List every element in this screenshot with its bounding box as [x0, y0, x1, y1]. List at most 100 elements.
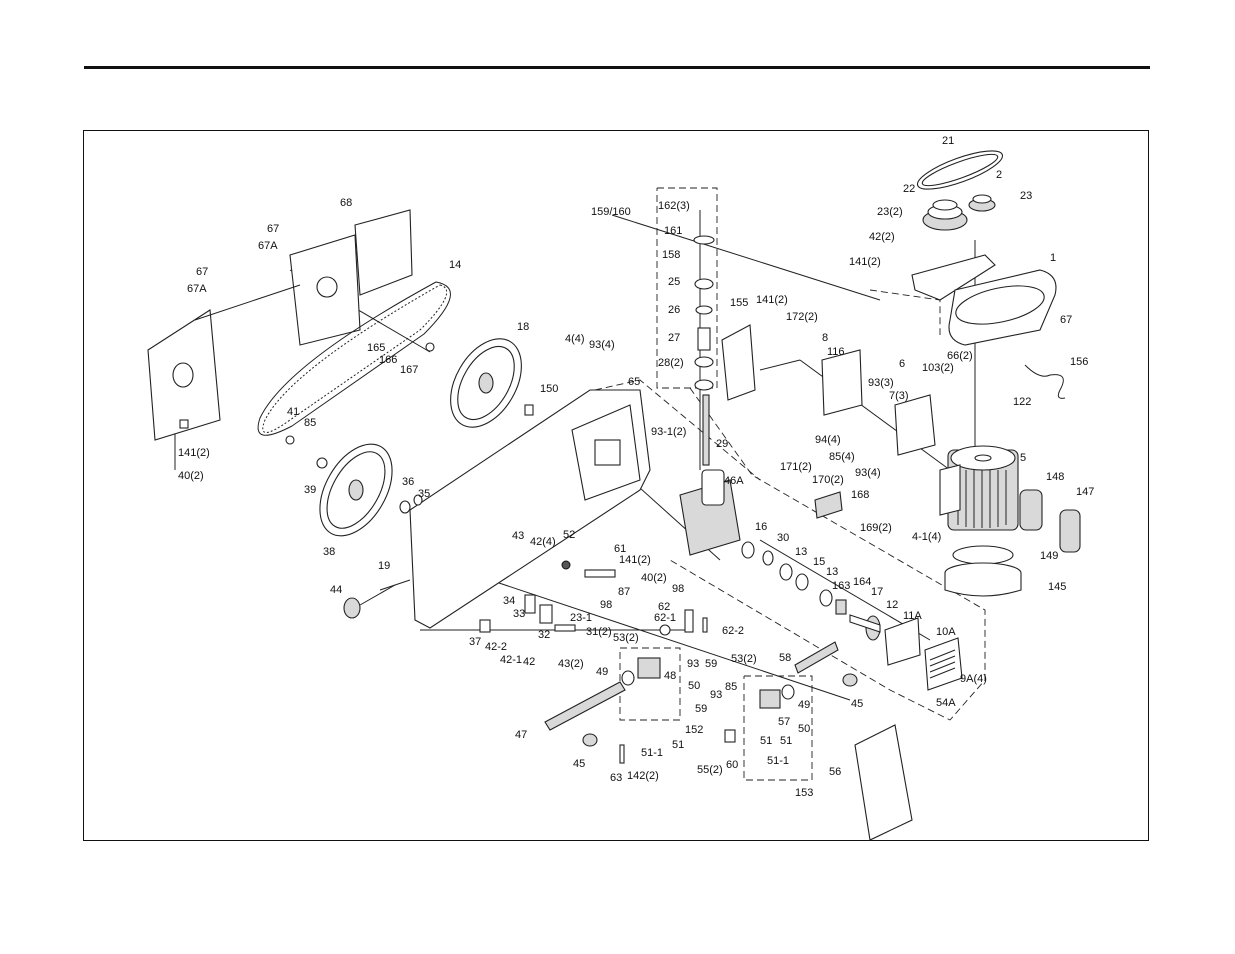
- part-label-p23_1: 23-1: [570, 612, 592, 624]
- part-label-p152: 152: [685, 724, 703, 736]
- part-label-p9a_4: 9A(4): [960, 673, 987, 685]
- power-cord: [1024, 364, 1066, 399]
- part-label-p38: 38: [323, 546, 335, 558]
- part-label-p141_2b: 141(2): [756, 294, 788, 306]
- bracket-168: [814, 491, 843, 519]
- part-label-p11a: 11A: [903, 610, 922, 622]
- part-label-p6: 6: [899, 358, 905, 370]
- part-label-p28_2: 28(2): [658, 357, 684, 369]
- part-label-p49a: 49: [596, 666, 608, 678]
- guide-bar-47: [544, 681, 626, 731]
- part-label-p42_4: 42(4): [530, 536, 556, 548]
- part-label-p33: 33: [513, 608, 525, 620]
- gasket-11A: [884, 617, 921, 666]
- knob-45-right: [842, 673, 858, 687]
- part-label-p66_2: 66(2): [947, 350, 973, 362]
- guide-bar-58: [794, 641, 839, 674]
- plate-155: [721, 324, 756, 401]
- part-label-p65: 65: [628, 376, 640, 388]
- part-label-p42_2: 42(2): [869, 231, 895, 243]
- part-label-p141_2d: 141(2): [619, 554, 651, 566]
- part-label-p54a: 54A: [936, 697, 956, 709]
- part-label-p67a_1: 67A: [258, 240, 278, 252]
- part-label-p5: 5: [1020, 452, 1026, 464]
- part-label-p17: 17: [871, 586, 883, 598]
- part-label-p67b: 67: [267, 223, 279, 235]
- tension-handwheel: [343, 597, 361, 619]
- part-label-p159_160: 159/160: [591, 206, 631, 218]
- part-label-p27: 27: [668, 332, 680, 344]
- part-label-p10a: 10A: [936, 626, 956, 638]
- part-label-p153: 153: [795, 787, 813, 799]
- part-label-p13a: 13: [795, 546, 807, 558]
- part-label-p93_1_2: 93-1(2): [651, 426, 686, 438]
- wheel-cover-68: [354, 209, 413, 296]
- part-label-p169_2: 169(2): [860, 522, 892, 534]
- pulley-bracket: [911, 254, 996, 301]
- part-label-p34: 34: [503, 595, 515, 607]
- part-label-p43: 43: [512, 530, 524, 542]
- part-label-p168: 168: [851, 489, 869, 501]
- part-label-p53_2a: 53(2): [613, 632, 639, 644]
- part-label-p16: 16: [755, 521, 767, 533]
- part-label-p51_1b: 51-1: [767, 755, 789, 767]
- part-label-p22: 22: [903, 183, 915, 195]
- part-label-p67c: 67: [196, 266, 208, 278]
- part-label-p93_4a: 93(4): [855, 467, 881, 479]
- part-label-p21: 21: [942, 135, 954, 147]
- motor: [939, 445, 1019, 531]
- part-label-p8: 8: [822, 332, 828, 344]
- part-label-p170_2: 170(2): [812, 474, 844, 486]
- part-label-p59a: 59: [705, 658, 717, 670]
- part-label-p142_2: 142(2): [627, 770, 659, 782]
- seal-16: [741, 541, 755, 559]
- part-label-p32: 32: [538, 629, 550, 641]
- saw-blade: [262, 284, 448, 433]
- part-label-p62: 62: [658, 601, 670, 613]
- part-label-p51b: 51: [780, 735, 792, 747]
- part-label-p164: 164: [853, 576, 871, 588]
- part-label-p61: 61: [614, 543, 626, 555]
- part-label-p25: 25: [668, 276, 680, 288]
- part-label-p23_2: 23(2): [877, 206, 903, 218]
- part-label-p171_2: 171(2): [780, 461, 812, 473]
- part-label-p7_3: 7(3): [889, 390, 909, 402]
- part-label-p29: 29: [716, 438, 728, 450]
- part-label-p166: 166: [379, 354, 397, 366]
- capacitor-148: [1019, 489, 1043, 531]
- part-label-p47: 47: [515, 729, 527, 741]
- part-label-p141_2a: 141(2): [849, 256, 881, 268]
- part-label-p98b: 98: [672, 583, 684, 595]
- diagram-frame: [83, 130, 1149, 841]
- part-label-p162_3: 162(3): [658, 200, 690, 212]
- part-label-p39: 39: [304, 484, 316, 496]
- part-label-p4_1_4: 4-1(4): [912, 531, 941, 543]
- part-label-p53_2b: 53(2): [731, 653, 757, 665]
- part-label-p62_1: 62-1: [654, 612, 676, 624]
- part-label-p57: 57: [778, 716, 790, 728]
- part-label-p37: 37: [469, 636, 481, 648]
- part-label-p165: 165: [367, 342, 385, 354]
- part-label-p56: 56: [829, 766, 841, 778]
- part-label-p59b: 59: [695, 703, 707, 715]
- part-label-p26: 26: [668, 304, 680, 316]
- part-label-p15: 15: [813, 556, 825, 568]
- part-label-p62_2: 62-2: [722, 625, 744, 637]
- part-label-p122: 122: [1013, 396, 1031, 408]
- guide-block-48: [637, 657, 661, 679]
- capacitor-147: [1059, 509, 1081, 553]
- part-label-p161: 161: [664, 225, 682, 237]
- motor-fan: [952, 545, 1014, 565]
- part-label-p44: 44: [330, 584, 342, 596]
- part-label-p51c: 51: [760, 735, 772, 747]
- part-label-p145: 145: [1048, 581, 1066, 593]
- part-label-p167: 167: [400, 364, 418, 376]
- part-label-p93b: 93: [710, 689, 722, 701]
- part-label-p46a: 46A: [724, 475, 744, 487]
- part-label-p35: 35: [418, 488, 430, 500]
- part-label-p42: 42: [523, 656, 535, 668]
- part-label-p172_2: 172(2): [786, 311, 818, 323]
- part-label-p45b: 45: [573, 758, 585, 770]
- motor-plate-6: [894, 394, 936, 456]
- part-label-p30: 30: [777, 532, 789, 544]
